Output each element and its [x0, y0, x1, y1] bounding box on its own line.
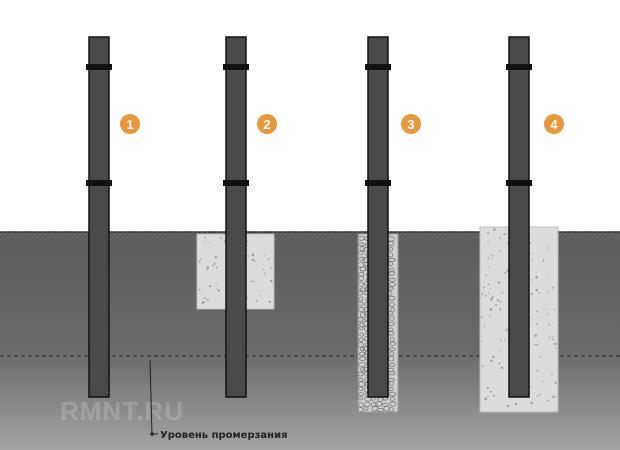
post-band	[86, 64, 112, 70]
post-band	[365, 180, 391, 186]
number-marker-label: 2	[263, 117, 270, 132]
post-band	[506, 64, 532, 70]
number-marker-1: 1	[120, 114, 140, 134]
post-band	[86, 180, 112, 186]
post-band	[365, 64, 391, 70]
frost-callout-dot	[150, 432, 154, 436]
watermark: RMNT.RU	[60, 396, 184, 426]
frost-line-label: Уровень промерзания	[160, 430, 288, 441]
post-3	[365, 36, 391, 398]
number-marker-label: 1	[126, 117, 133, 132]
post-band	[223, 64, 249, 70]
number-marker-label: 3	[407, 117, 414, 132]
number-marker-2: 2	[257, 114, 277, 134]
number-marker-label: 4	[550, 117, 558, 132]
post-1	[86, 36, 112, 398]
number-marker-4: 4	[544, 114, 564, 134]
post-band	[223, 180, 249, 186]
post-4	[506, 36, 532, 398]
post-2	[223, 36, 249, 398]
post-band	[506, 180, 532, 186]
number-marker-3: 3	[401, 114, 421, 134]
